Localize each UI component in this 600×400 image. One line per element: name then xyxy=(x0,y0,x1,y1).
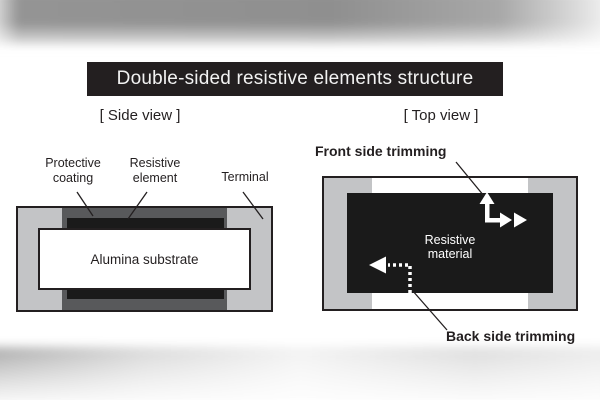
right-terminal xyxy=(251,208,271,310)
right-terminal-top-arm xyxy=(227,208,271,228)
resistive-material-label-line1: Resistive xyxy=(424,232,476,247)
top-blur-decoration xyxy=(0,0,600,48)
resistive-material-area: Resistive material xyxy=(347,193,553,293)
protective-coating-label-line2: coating xyxy=(52,171,94,185)
resistive-element-label-line1: Resistive xyxy=(129,156,181,170)
side-view-component: Alumina substrate xyxy=(16,206,273,312)
left-terminal-bottom-arm xyxy=(18,290,62,310)
front-side-trimming-label: Front side trimming xyxy=(315,143,447,159)
left-terminal-top-arm xyxy=(18,208,62,228)
protective-coating-label: Protective coating xyxy=(27,156,119,186)
resistive-element-label-line2: element xyxy=(132,171,178,185)
protective-coating-label-line1: Protective xyxy=(45,156,101,170)
resistive-element-label: Resistive element xyxy=(110,156,200,186)
left-terminal xyxy=(18,208,38,310)
top-view-component: Resistive material xyxy=(322,176,578,311)
side-view-heading: [ Side view ] xyxy=(99,107,181,124)
alumina-substrate: Alumina substrate xyxy=(38,228,251,290)
resistive-element-bottom-strip xyxy=(67,290,224,299)
diagram-title: Double-sided resistive elements structur… xyxy=(87,62,503,96)
top-view-heading: [ Top view ] xyxy=(403,107,479,124)
back-side-trimming-label: Back side trimming xyxy=(446,328,576,344)
resistive-material-label: Resistive material xyxy=(425,233,476,262)
resistive-material-label-line2: material xyxy=(427,247,473,261)
resistive-element-top-strip xyxy=(67,218,224,228)
right-terminal-bottom-arm xyxy=(227,290,271,310)
bottom-blur-decoration xyxy=(0,347,600,400)
terminal-label: Terminal xyxy=(221,170,269,184)
